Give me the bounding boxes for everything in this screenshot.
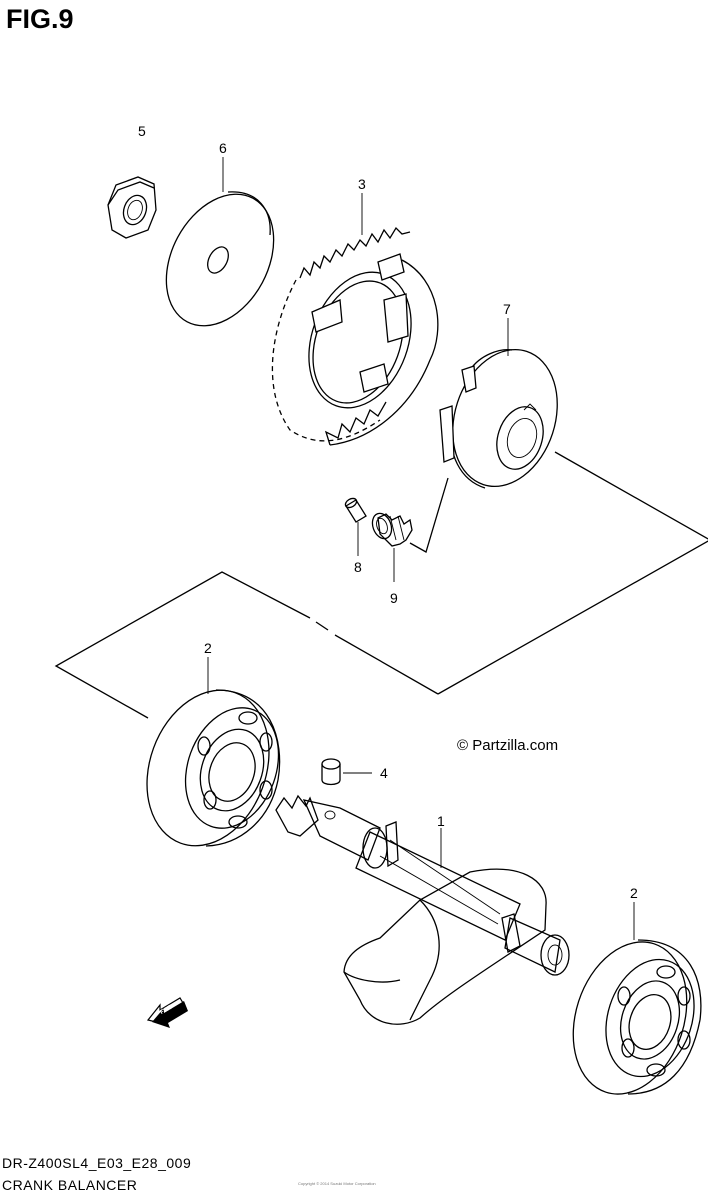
callout-5: 5	[138, 123, 146, 139]
part-4-pin[interactable]	[321, 758, 341, 786]
part-3-gear[interactable]	[271, 226, 439, 446]
callout-2-right: 2	[630, 885, 638, 901]
part-8-pin[interactable]	[344, 497, 367, 523]
part-2-bearing-left[interactable]	[126, 673, 294, 863]
part-9-spring[interactable]	[369, 511, 413, 547]
part-5-nut[interactable]	[107, 176, 157, 239]
copyright-fine-print: Copyright © 2014 Suzuki Motor Corporatio…	[298, 1181, 376, 1186]
callout-leaders	[207, 157, 635, 940]
callout-7: 7	[503, 301, 511, 317]
part-1-balancer-shaft[interactable]	[275, 794, 570, 1025]
callout-2-left: 2	[204, 640, 212, 656]
callout-6: 6	[219, 140, 227, 156]
callout-9: 9	[390, 590, 398, 606]
callout-8: 8	[354, 559, 362, 575]
part-6-washer[interactable]	[145, 176, 295, 345]
callout-1: 1	[437, 813, 445, 829]
figure-title: FIG.9	[6, 4, 74, 34]
leader-9-to-7	[409, 477, 449, 553]
part-2-bearing-right[interactable]	[555, 927, 708, 1109]
assembly-lines	[54, 451, 708, 719]
callout-3: 3	[358, 176, 366, 192]
section-title: CRANK BALANCER	[2, 1177, 138, 1193]
part-7-hub[interactable]	[436, 336, 574, 500]
partzilla-watermark: © Partzilla.com	[457, 737, 559, 754]
model-code: DR-Z400SL4_E03_E28_009	[2, 1155, 192, 1171]
fwd-direction-arrow	[146, 997, 188, 1028]
callout-4: 4	[380, 765, 388, 781]
